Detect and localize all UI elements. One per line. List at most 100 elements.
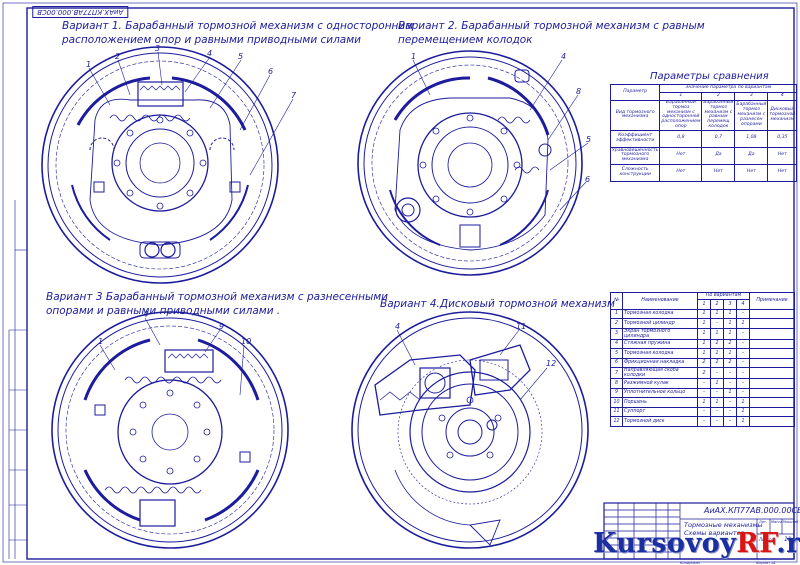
spec-cell-v2: 1 — [710, 348, 724, 359]
spec-cell-note — [749, 387, 795, 399]
spec-cell-v2: 1 — [710, 397, 724, 408]
watermark-part2: RF — [736, 528, 777, 559]
spec-header-name: Наименование — [622, 292, 698, 310]
spec-variant-4: 4 — [736, 299, 750, 310]
variant2-title-line2: перемещением колодок — [398, 34, 533, 46]
title-block-mass-label: Масса — [771, 520, 783, 524]
spec-cell-v2: - — [710, 416, 724, 427]
spec-cell-v3: - — [723, 378, 737, 389]
comparison-variant-1: 1 — [659, 92, 703, 101]
spec-cell-v3: - — [723, 397, 737, 408]
spec-cell-v3: 2 — [723, 338, 737, 350]
comparison-cell: 0,8 — [659, 129, 703, 148]
spec-cell-name: Поршень — [622, 397, 698, 408]
spec-cell-v1: 2 — [697, 367, 711, 380]
spec-cell-v3: 1 — [723, 308, 737, 319]
spec-variant-2: 2 — [710, 299, 724, 310]
spec-cell-name: Тормозная колодка — [622, 348, 698, 359]
title-block-lines — [603, 502, 795, 560]
variant2-title: Вариант 2. Барабанный тормозной механизм… — [398, 19, 705, 47]
spec-cell-no: 12 — [610, 416, 623, 427]
spec-cell-v1: - — [697, 406, 711, 418]
comparison-cell: 0,35 — [767, 129, 798, 148]
callout-v3-1: 1 — [98, 337, 104, 346]
variant2-drawing — [357, 50, 589, 276]
comparison-title: Параметры сравнения — [650, 71, 769, 82]
spec-cell-v4: 1 — [736, 416, 750, 427]
spec-cell-v2: - — [710, 387, 724, 399]
inner-frame — [26, 7, 795, 560]
spec-cell-v2: - — [710, 367, 724, 380]
callout-v1-6: 6 — [268, 67, 274, 76]
spec-cell-v3: - — [723, 406, 737, 418]
comparison-variant-3: 3 — [734, 92, 769, 101]
callout-v1-4: 4 — [207, 49, 213, 58]
callout-v4-4: 4 — [395, 322, 401, 331]
watermark-logo: KursovoyRF.ru — [593, 528, 800, 559]
spec-cell-v1: - — [697, 378, 711, 389]
comparison-cell: 0,7 — [701, 129, 736, 148]
variant4-drawing — [351, 311, 589, 549]
spec-cell-v4: - — [736, 357, 750, 369]
spec-cell-no: 1 — [610, 308, 623, 319]
spec-cell-note — [749, 416, 795, 427]
spec-cell-note — [749, 397, 795, 408]
comparison-row-name: Уравновешенность тормозного механизма — [609, 146, 661, 165]
comparison-row: Уравновешенность тормозного механизма Не… — [609, 146, 798, 165]
title-block-lit-label: Лит. — [759, 520, 768, 524]
spec-cell-v3: 2 — [723, 357, 737, 369]
variant3-title: Вариант 3 Барабанный тормозной механизм … — [46, 290, 388, 318]
callout-v2-6: 6 — [585, 175, 591, 184]
spec-cell-v3: 1 — [723, 348, 737, 359]
callout-v1-5: 5 — [238, 52, 244, 61]
spec-cell-v2: 1 — [710, 378, 724, 389]
spec-cell-no: 11 — [610, 406, 623, 418]
comparison-cell: Барабанный тормоз механизм с односторонн… — [659, 100, 703, 131]
spec-cell-note — [749, 338, 795, 350]
spec-cell-name: Тормозной цилиндр — [622, 318, 698, 329]
spec-cell-note — [749, 367, 795, 380]
variant2-title-line1: Вариант 2. Барабанный тормозной механизм… — [398, 20, 705, 32]
title-block-name-line1: Тормозные механизмы — [684, 521, 763, 529]
spec-variant-row: 1 2 3 4 — [611, 299, 795, 310]
callout-v4-12: 12 — [546, 359, 557, 368]
spec-cell-note — [749, 406, 795, 418]
comparison-row: Сложность конструкции Нет Нет Нет Нет — [609, 163, 798, 182]
title-block-sheets-label: Листов — [759, 537, 774, 542]
comparison-cell: Барабанный тормоз механизм с разнесен оп… — [734, 100, 769, 131]
comparison-row-name: Коэффициент эффективности — [609, 129, 661, 148]
spec-cell-no: 3 — [610, 327, 623, 340]
spec-cell-name: Фрикционная накладка — [622, 357, 698, 369]
comparison-cell: Нет — [734, 163, 769, 182]
spec-variant-3: 3 — [723, 299, 737, 310]
spec-cell-v3: - — [723, 416, 737, 427]
spec-cell-no: 4 — [610, 338, 623, 350]
callout-v3-10: 10 — [241, 337, 252, 346]
spec-cell-v3: 1 — [723, 327, 737, 340]
spec-header-no: № — [610, 292, 623, 310]
spec-cell-name: Стяжная пружина — [622, 338, 698, 350]
watermark-part1: Kursovoy — [593, 528, 737, 559]
spec-cell-v4: 1 — [736, 406, 750, 418]
comparison-cell: Нет — [767, 163, 798, 182]
spec-cell-v3: 1 — [723, 318, 737, 329]
spec-cell-v1: 1 — [697, 327, 711, 340]
spec-cell-name: Экран тормозного цилиндра — [622, 327, 698, 340]
variant4-title-line1: Вариант 4.Дисковый тормозной механизм — [380, 298, 615, 310]
spec-header-variants: По вариантам — [697, 292, 750, 300]
callout-v4-11: 11 — [516, 322, 527, 331]
spec-cell-v4: - — [736, 308, 750, 319]
spec-cell-v1: 1 — [697, 397, 711, 408]
spec-cell-name: Суппорт — [622, 406, 698, 418]
spec-cell-v1: 1 — [697, 348, 711, 359]
title-block-name: Тормозные механизмы Схемы вариантов — [684, 521, 763, 537]
